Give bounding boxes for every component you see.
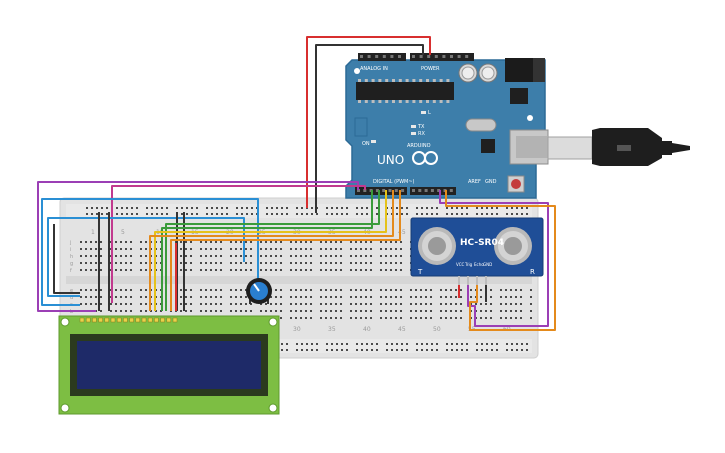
voltage-regulator bbox=[510, 88, 528, 104]
rx-label: RX bbox=[418, 131, 425, 137]
column-number: 45 bbox=[398, 229, 406, 236]
column-number: 30 bbox=[293, 326, 301, 333]
column-number: 5 bbox=[121, 229, 125, 236]
row-letter: i bbox=[70, 247, 71, 253]
tx-led bbox=[411, 125, 416, 128]
analog-in-label: ANALOG IN bbox=[360, 66, 388, 72]
center-channel bbox=[66, 276, 532, 284]
wire-orange bbox=[149, 190, 394, 311]
row-letter: e bbox=[70, 288, 73, 294]
wire-black-lcd bbox=[53, 224, 80, 294]
analog-header bbox=[358, 53, 406, 61]
wire-5v bbox=[306, 36, 431, 208]
gnd-label: GND bbox=[485, 179, 497, 185]
row-letter: d bbox=[70, 295, 73, 301]
wire-blue bbox=[41, 198, 259, 306]
usb-cable[interactable] bbox=[547, 128, 690, 166]
wire-gnd bbox=[315, 44, 424, 213]
tx-label: TX bbox=[417, 124, 425, 130]
icsp-header bbox=[354, 117, 368, 137]
wires bbox=[37, 36, 556, 331]
receiver-mark: R bbox=[530, 268, 535, 276]
row-letter: h bbox=[70, 254, 73, 260]
rx-led bbox=[411, 132, 416, 135]
column-number: 50 bbox=[433, 326, 441, 333]
row-letter: g bbox=[70, 261, 73, 267]
sensor-pin-label: GND bbox=[483, 262, 492, 267]
sensor-pin-label: Trig bbox=[464, 262, 473, 267]
power-label: POWER bbox=[421, 66, 440, 72]
wire-magenta bbox=[111, 185, 366, 303]
lcd-screen bbox=[77, 341, 261, 389]
column-number: 45 bbox=[398, 326, 406, 333]
on-led-label: ON bbox=[362, 141, 370, 147]
digital-header-low bbox=[355, 187, 407, 195]
ultrasonic-transmitter bbox=[418, 227, 456, 265]
wire-orange-2 bbox=[170, 190, 401, 311]
wire-green-2 bbox=[165, 190, 380, 311]
l-led bbox=[421, 111, 426, 114]
model-label: UNO bbox=[377, 153, 404, 167]
lcd-pin-header bbox=[79, 317, 178, 323]
row-letter: f bbox=[70, 268, 72, 274]
wire-green bbox=[161, 190, 373, 311]
sensor-name: HC-SR04 bbox=[460, 238, 504, 248]
power-header bbox=[410, 53, 474, 61]
usb-chip bbox=[481, 139, 495, 153]
row-letter: j bbox=[69, 240, 71, 246]
lcd-16x2[interactable] bbox=[58, 315, 280, 415]
sensor-pin-label: VCC bbox=[456, 262, 465, 267]
arduino-uno[interactable]: ANALOG IN POWER DIGITAL (PWM~) AREF GND … bbox=[345, 53, 549, 199]
column-number: 35 bbox=[328, 326, 336, 333]
sensor-pin-label: Echo bbox=[474, 262, 484, 267]
digital-label: DIGITAL (PWM~) bbox=[373, 179, 415, 185]
wire-purple bbox=[37, 181, 359, 312]
atmega-chip bbox=[356, 82, 454, 100]
hc-sr04-sensor[interactable]: HC-SR04 T R VCC Trig Echo GND bbox=[410, 217, 544, 285]
potentiometer[interactable] bbox=[246, 278, 272, 304]
ultrasonic-receiver bbox=[494, 227, 532, 265]
on-led bbox=[371, 140, 376, 143]
l-led-label: L bbox=[428, 110, 431, 116]
arduino-logo: UNO ARDUINO bbox=[377, 143, 438, 167]
aref-label: AREF bbox=[468, 179, 481, 185]
crystal-oscillator bbox=[465, 118, 497, 132]
transmitter-mark: T bbox=[417, 268, 423, 276]
brand-label: ARDUINO bbox=[407, 143, 431, 149]
wire-yellow bbox=[154, 190, 387, 311]
column-number: 40 bbox=[363, 326, 371, 333]
column-number: 1 bbox=[91, 229, 95, 236]
wire-echo bbox=[445, 190, 556, 331]
